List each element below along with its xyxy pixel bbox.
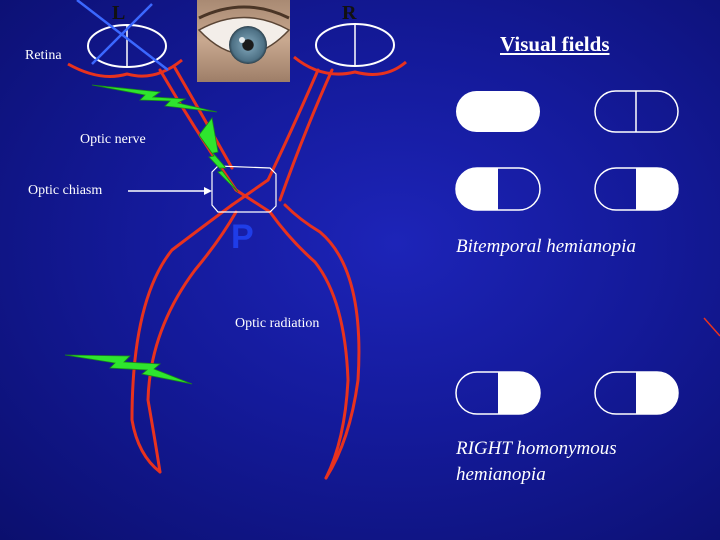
visual-fields-heading: Visual fields [500, 32, 610, 56]
visual-field-right-bitemporal [594, 167, 679, 211]
visual-field-left-homonymous [455, 371, 541, 415]
left-eye-cross [76, 0, 169, 71]
visual-field-left-normal [456, 91, 540, 132]
optic-pathway [130, 66, 361, 480]
bitemporal-caption: Bitemporal hemianopia [456, 236, 636, 257]
visual-field-right-normal [594, 90, 679, 133]
retina-label: Retina [25, 48, 62, 63]
visual-field-right-homonymous [594, 371, 679, 415]
chiasm-outline [211, 165, 277, 213]
edge-pointer-line [703, 317, 720, 337]
optic-chiasm-label: Optic chiasm [28, 183, 103, 198]
optic-nerve-label: Optic nerve [80, 132, 146, 147]
lightning-bolt-icon [64, 354, 193, 385]
eye-icon [197, 0, 291, 82]
chiasm-pointer-arrow [128, 187, 212, 195]
left-retina [67, 24, 183, 78]
lightning-bolt-icon [91, 84, 218, 113]
left-eye-label: L [112, 2, 126, 24]
right-retina [293, 23, 407, 76]
optic-radiation-label: Optic radiation [235, 316, 320, 331]
homonymous-caption: RIGHT homonymous hemianopia [456, 438, 617, 485]
visual-field-left-bitemporal [455, 167, 541, 211]
right-eye-label: R [342, 2, 357, 24]
lightning-bolt-icon [198, 117, 239, 193]
lesion-marker-label: P [231, 218, 254, 256]
